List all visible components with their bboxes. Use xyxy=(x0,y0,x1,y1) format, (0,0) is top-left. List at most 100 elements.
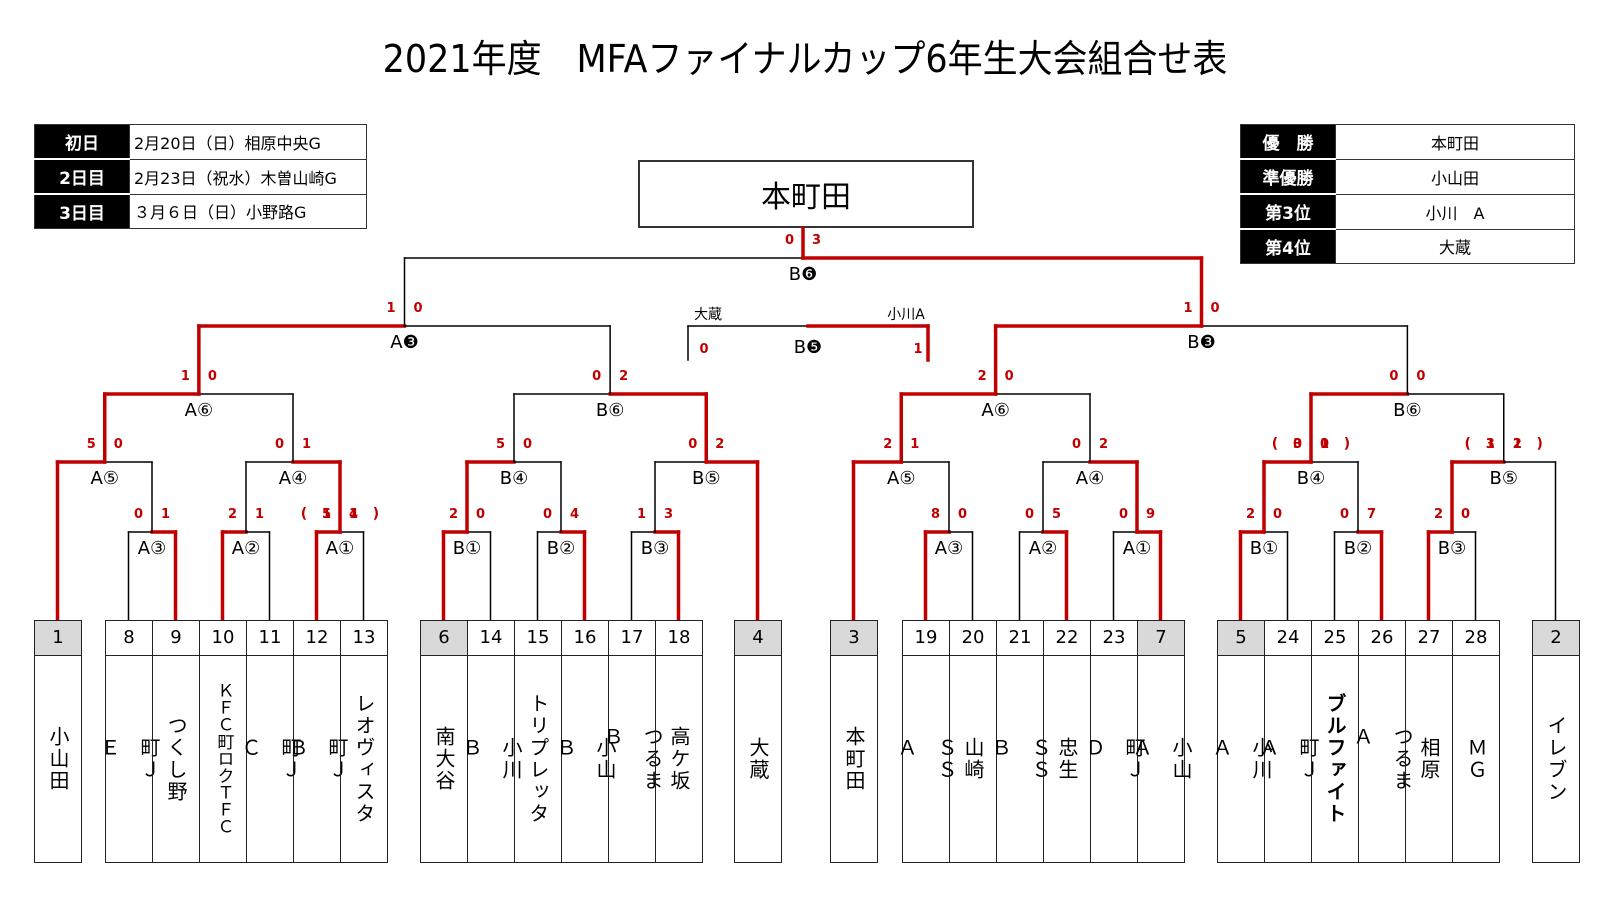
team-name: 小山 Ｂ xyxy=(553,736,617,781)
team-name-cell: 忠生 xyxy=(1044,655,1090,862)
score-right: 7 xyxy=(1367,507,1376,522)
third-place-team-left: 大蔵 xyxy=(694,307,722,323)
score-left: 8 xyxy=(931,507,940,522)
team-number: 5 xyxy=(1218,621,1264,656)
team-name: 小川 Ｂ xyxy=(459,736,523,781)
match-label: B⑥ xyxy=(596,400,625,421)
team-name-cell: 町Ｊ Ｃ xyxy=(238,655,302,862)
schedule-day-value: 2月23日（祝水）木曽山崎G xyxy=(129,158,367,195)
result-rank-label: 第4位 xyxy=(1240,228,1336,264)
pk-score-right: 2 xyxy=(1513,437,1522,452)
schedule-day-label: 初日 xyxy=(34,124,130,160)
score-right: 0 xyxy=(114,437,123,452)
score-right: 4 xyxy=(570,507,579,522)
score-left: 5 xyxy=(496,437,505,452)
score-right: 0 xyxy=(523,437,532,452)
team-number: 3 xyxy=(831,621,877,656)
team-name-cell: 山崎 xyxy=(950,655,996,862)
match-label: A④ xyxy=(1076,468,1104,489)
team-name: 町Ｊ Ａ xyxy=(1256,736,1320,781)
score-left: 0 xyxy=(275,437,284,452)
team-name: ＳＳ Ａ xyxy=(894,736,958,781)
match-label: B① xyxy=(1250,538,1279,559)
score-right: 2 xyxy=(1099,437,1108,452)
team-name-cell: ブルファイト xyxy=(1312,655,1358,862)
team-name: 大蔵 xyxy=(746,736,770,781)
match-label: B⑥ xyxy=(1393,400,1422,421)
team-name: 南大谷 xyxy=(432,725,456,792)
score-right: 0 xyxy=(208,369,217,384)
match-label: B④ xyxy=(500,468,529,489)
team-name-cell: 本町田 xyxy=(831,655,877,862)
score-right: 1 xyxy=(910,437,919,452)
match-label: B❸ xyxy=(1187,332,1216,353)
team-name: 町Ｊ Ｅ xyxy=(97,736,161,781)
score-right: 0 xyxy=(1273,507,1282,522)
team-number: 6 xyxy=(421,621,467,656)
pk-paren: ( xyxy=(301,506,307,522)
team-name: イレブン xyxy=(1544,714,1568,803)
score-left: 0 xyxy=(1025,507,1034,522)
team-number: 15 xyxy=(515,621,561,656)
score-left: 1 xyxy=(386,301,395,316)
score-right: 1 xyxy=(913,342,922,357)
score-left: 0 xyxy=(134,507,143,522)
score-left: 0 xyxy=(699,342,708,357)
team-column: 13 レオヴィスタ xyxy=(340,620,388,863)
score-right: 3 xyxy=(664,507,673,522)
team-number: 13 xyxy=(341,621,387,656)
score-right: 0 xyxy=(1005,369,1014,384)
champion-box: 本町田 xyxy=(638,160,974,228)
result-row: 準優勝小山田 xyxy=(1240,158,1575,195)
match-label: B③ xyxy=(1438,538,1467,559)
team-name-cell: 町Ｊ Ｄ xyxy=(1082,655,1146,862)
team-name: レオヴィスタ xyxy=(352,692,376,825)
result-team: 大蔵 xyxy=(1335,228,1575,264)
team-name-cell: 町Ｊ Ａ xyxy=(1256,655,1320,862)
team-name-cell: 相原 xyxy=(1406,655,1452,862)
score-left: 1 xyxy=(1183,301,1192,316)
score-left: 0 xyxy=(592,369,601,384)
team-name: 町Ｊ Ｃ xyxy=(238,736,302,781)
score-left: 0 xyxy=(1072,437,1081,452)
result-rank-label: 第3位 xyxy=(1240,193,1336,230)
team-number: 28 xyxy=(1453,621,1499,656)
schedule-day-label: 2日目 xyxy=(34,158,130,195)
match-label: A② xyxy=(1029,538,1057,559)
match-label: A① xyxy=(1123,538,1151,559)
score-right: 0 xyxy=(1461,507,1470,522)
match-label: B⑤ xyxy=(1490,468,1519,489)
team-name: 高ケ坂 xyxy=(667,725,691,792)
match-label: B❺ xyxy=(794,337,823,358)
result-team: 小山田 xyxy=(1335,158,1575,195)
team-name: 町Ｊ Ｄ xyxy=(1082,736,1146,781)
schedule-day-label: 3日目 xyxy=(34,193,130,229)
pk-score-left: 3 xyxy=(1293,437,1302,452)
pk-score-right: 1 xyxy=(1320,437,1329,452)
team-name: つるま Ｂ xyxy=(600,725,664,792)
score-right: 0 xyxy=(1320,437,1329,452)
team-name: 山崎 xyxy=(961,736,985,781)
team-name: 小川 Ａ xyxy=(1209,736,1273,781)
team-name-cell: ＫＦＣ町ロクＴＦＣ xyxy=(200,655,246,862)
score-left: 2 xyxy=(883,437,892,452)
match-label: A③ xyxy=(935,538,963,559)
team-name: 小山 Ａ xyxy=(1129,736,1193,781)
team-name-cell: 町Ｊ Ｂ xyxy=(285,655,349,862)
third-place-team-right: 小川A xyxy=(887,307,925,323)
team-name: つるま Ａ xyxy=(1350,725,1414,792)
